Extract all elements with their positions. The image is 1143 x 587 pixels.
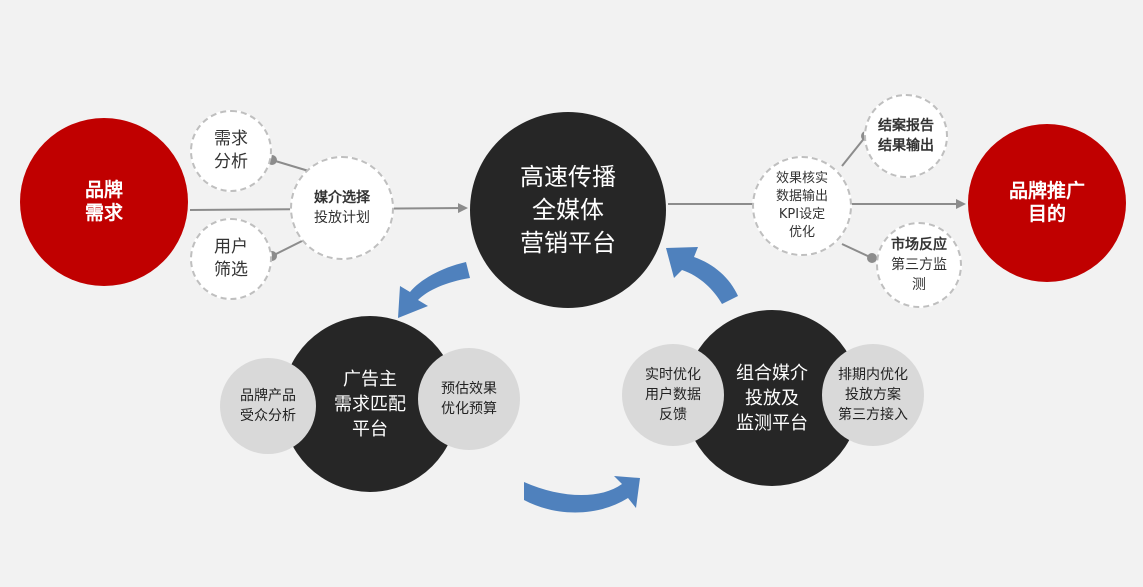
realtime-line-1: 实时优化 [645, 367, 701, 383]
center-platform-node: 高速传播 全媒体 营销平台 [470, 112, 666, 308]
effect-line-1: 效果核实 [775, 171, 828, 186]
estimate-node: 预估效果 优化预算 [418, 348, 520, 450]
ad-platform-line-1: 广告主 [343, 368, 397, 390]
schedule-node: 排期内优化 投放方案 第三方接入 [822, 344, 924, 446]
media-choice-sub: 投放计划 [314, 210, 370, 226]
realtime-line-3: 反馈 [659, 407, 687, 423]
realtime-node: 实时优化 用户数据 反馈 [622, 344, 724, 446]
ad-platform-line-3: 平台 [352, 418, 388, 440]
case-report-node: 结案报告 结果输出 [864, 94, 948, 178]
media-choice-node: 媒介选择 投放计划 [290, 156, 394, 260]
needs-analysis-line-2: 分析 [214, 152, 248, 172]
goal-line-1: 品牌推广 [1008, 180, 1085, 202]
brand-product-line-1: 品牌产品 [240, 388, 296, 404]
ad-platform-line-2: 需求匹配 [334, 393, 406, 415]
center-line-3: 营销平台 [520, 228, 616, 257]
connector-market [841, 243, 873, 259]
market-feedback-sub-2: 测 [912, 277, 926, 293]
schedule-line-1: 排期内优化 [838, 367, 908, 383]
market-feedback-sub-1: 第三方监 [891, 257, 947, 273]
effect-check-node: 效果核实 数据输出 KPI设定 优化 [752, 156, 852, 256]
cycle-arrow-left [398, 262, 470, 318]
user-filter-line-2: 筛选 [214, 260, 248, 280]
media-platform-line-1: 组合媒介 [736, 362, 808, 384]
realtime-line-2: 用户数据 [645, 387, 701, 403]
goal-line-2: 目的 [1027, 203, 1066, 225]
schedule-line-2: 投放方案 [845, 387, 901, 403]
media-choice-title: 媒介选择 [314, 190, 370, 206]
media-platform-line-3: 监测平台 [736, 412, 808, 434]
brand-product-node: 品牌产品 受众分析 [220, 358, 316, 454]
market-feedback-title: 市场反应 [891, 237, 947, 253]
schedule-line-3: 第三方接入 [838, 407, 908, 423]
case-report-line-2: 结果输出 [878, 138, 934, 154]
cycle-arrow-right [666, 247, 738, 304]
user-filter-node: 用户 筛选 [190, 218, 272, 300]
brand-promotion-goal-node: 品牌推广 目的 [968, 124, 1126, 282]
brand-demand-line-1: 品牌 [84, 179, 123, 201]
media-platform-line-2: 投放及 [745, 387, 799, 409]
estimate-line-1: 预估效果 [441, 381, 497, 397]
effect-line-4: 优化 [788, 225, 815, 240]
center-line-2: 全媒体 [532, 195, 604, 224]
effect-line-3: KPI设定 [778, 207, 826, 222]
needs-analysis-line-1: 需求 [214, 129, 248, 149]
market-feedback-node: 市场反应 第三方监 测 [876, 222, 962, 308]
brand-demand-node: 品牌 需求 [20, 118, 188, 286]
brand-demand-line-2: 需求 [84, 202, 123, 224]
connector-case [841, 135, 867, 167]
effect-line-2: 数据输出 [775, 189, 828, 204]
estimate-line-2: 优化预算 [441, 401, 497, 417]
center-line-1: 高速传播 [520, 162, 616, 191]
needs-analysis-node: 需求 分析 [190, 110, 272, 192]
case-report-line-1: 结案报告 [878, 118, 934, 134]
cycle-arrow-bottom [524, 476, 640, 513]
user-filter-line-1: 用户 [214, 237, 248, 257]
brand-product-line-2: 受众分析 [240, 408, 296, 424]
